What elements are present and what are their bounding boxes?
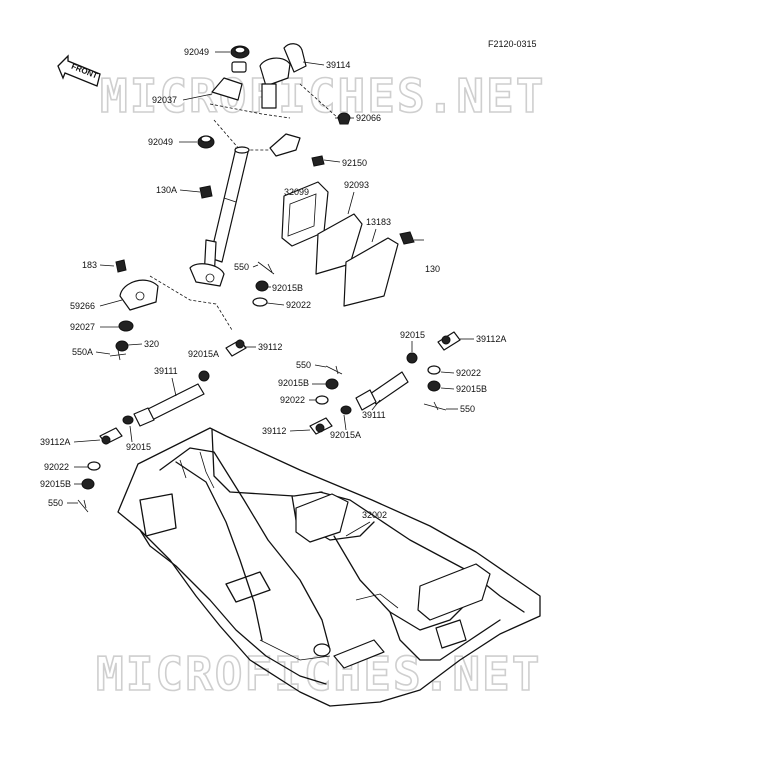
label-92015B-top: 92015B xyxy=(272,283,303,293)
bracket-59266 xyxy=(109,259,159,361)
label-92015-right: 92015 xyxy=(400,330,425,340)
label-39114: 39114 xyxy=(326,60,350,70)
handlebar-clamp-assembly xyxy=(197,43,351,167)
label-92049-top: 92049 xyxy=(184,47,209,57)
label-550-left: 550 xyxy=(48,498,63,508)
tie-rod-left xyxy=(77,339,247,513)
label-39112-top: 39112 xyxy=(258,342,282,352)
label-92027: 92027 xyxy=(70,322,95,332)
label-92015B-left: 92015B xyxy=(40,479,71,489)
label-92150: 92150 xyxy=(342,158,367,168)
tie-rod-right xyxy=(309,331,461,435)
label-39111-left: 39111 xyxy=(154,366,178,376)
label-183: 183 xyxy=(82,260,97,270)
callout-labels: 92049 39114 92037 92066 92049 92150 130A… xyxy=(40,47,506,537)
label-39112A-left: 39112A xyxy=(40,437,70,447)
label-32099: 32099 xyxy=(284,187,309,197)
label-39112A-right: 39112A xyxy=(476,334,506,344)
label-92015A-mid: 92015A xyxy=(330,430,361,440)
label-92093: 92093 xyxy=(344,180,369,190)
label-550-top: 550 xyxy=(234,262,249,272)
center-hardware xyxy=(149,261,275,331)
label-92037: 92037 xyxy=(152,95,177,105)
label-32002: 32002 xyxy=(362,510,387,520)
label-92022-top: 92022 xyxy=(286,300,311,310)
label-92015B-mid: 92015B xyxy=(278,378,309,388)
label-550A: 550A xyxy=(72,347,93,357)
label-59266: 59266 xyxy=(70,301,95,311)
label-92015A-left: 92015A xyxy=(188,349,219,359)
label-92022-mid: 92022 xyxy=(280,395,305,405)
label-550-mid: 550 xyxy=(296,360,311,370)
label-550-right: 550 xyxy=(460,404,475,414)
label-320: 320 xyxy=(144,339,159,349)
label-92066: 92066 xyxy=(356,113,381,123)
label-92049-mid: 92049 xyxy=(148,137,173,147)
steering-shaft xyxy=(189,146,250,287)
figure-code: F2120-0315 xyxy=(488,39,537,49)
label-92022-left: 92022 xyxy=(44,462,69,472)
label-39111-right: 39111 xyxy=(362,410,386,420)
label-92015-left: 92015 xyxy=(126,442,151,452)
label-92022-right: 92022 xyxy=(456,368,481,378)
label-130: 130 xyxy=(425,264,440,274)
label-13183: 13183 xyxy=(366,217,391,227)
main-frame-32002 xyxy=(117,427,541,707)
watermark-top: MICROFICHES.NET xyxy=(100,69,545,123)
cover-plates xyxy=(281,181,424,307)
label-39112-mid: 39112 xyxy=(262,426,286,436)
label-92015B-right: 92015B xyxy=(456,384,487,394)
label-130A: 130A xyxy=(156,185,177,195)
front-arrow-icon: FRONT xyxy=(57,54,101,87)
